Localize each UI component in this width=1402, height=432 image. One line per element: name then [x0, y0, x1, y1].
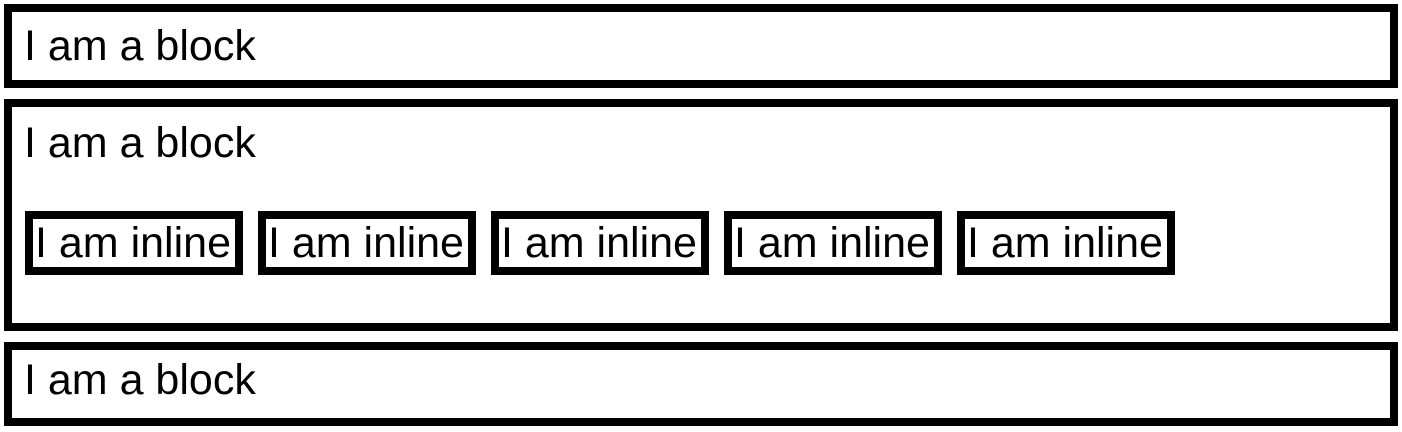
block-label-2: I am a block [24, 119, 256, 167]
inline-box-2: I am inline [257, 211, 476, 275]
inline-box-5: I am inline [956, 211, 1175, 275]
inline-box-3: I am inline [490, 211, 709, 275]
block-label-1: I am a block [24, 22, 256, 70]
block-box-3: I am a block [4, 342, 1398, 426]
block-box-1: I am a block [4, 4, 1398, 88]
inline-box-4: I am inline [723, 211, 942, 275]
block-label-3: I am a block [24, 356, 256, 404]
inline-box-1: I am inline [25, 211, 243, 275]
